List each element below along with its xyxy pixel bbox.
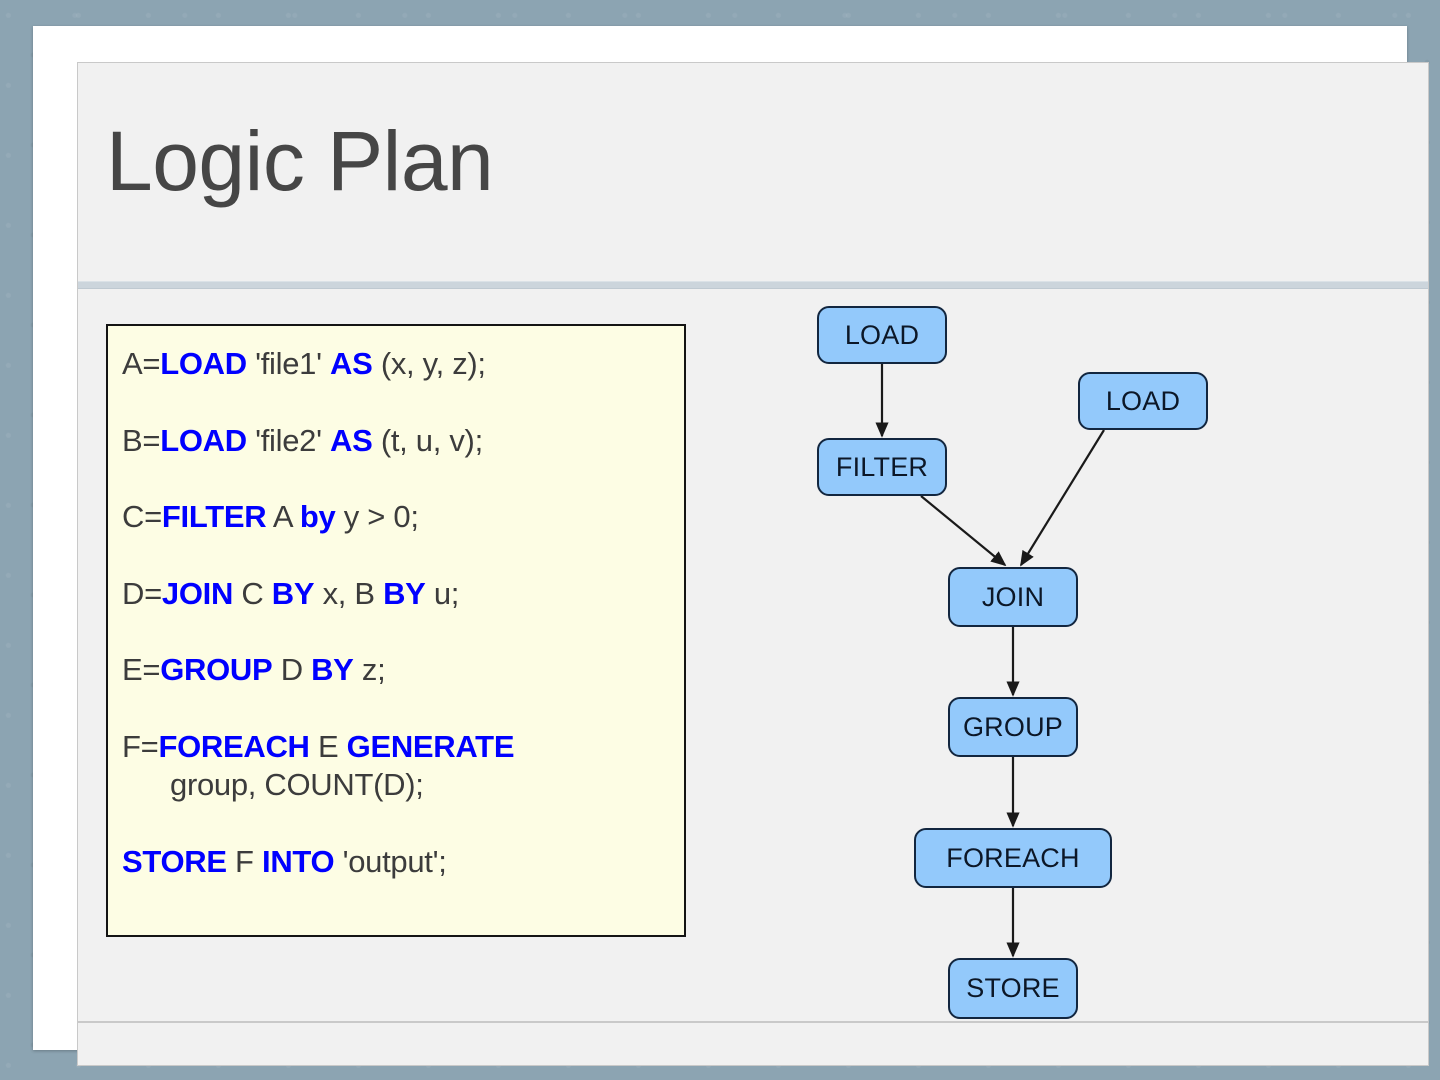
keyword-token: GENERATE — [346, 728, 515, 764]
code-token: A= — [122, 346, 161, 381]
slide-frame: Logic Plan A=LOAD 'file1' AS (x, y, z);B… — [33, 26, 1429, 1066]
code-token: C= — [122, 499, 162, 535]
footer-divider — [78, 1021, 1428, 1023]
keyword-token: LOAD — [160, 346, 247, 381]
pig-script-panel: A=LOAD 'file1' AS (x, y, z);B=LOAD 'file… — [106, 324, 686, 937]
page-title: Logic Plan — [106, 114, 494, 208]
code-token: E — [309, 728, 347, 764]
keyword-token: BY — [271, 575, 315, 611]
graph-node-group[interactable]: GROUP — [948, 697, 1078, 757]
code-token: B= — [122, 422, 161, 458]
code-token: 'file2' — [246, 422, 331, 458]
graph-node-label: GROUP — [962, 711, 1063, 742]
keyword-token: BY — [311, 652, 354, 688]
slide-header: Logic Plan — [78, 63, 1428, 281]
code-token: z; — [353, 652, 386, 688]
line-b: B=LOAD 'file2' AS (t, u, v); — [122, 422, 668, 458]
graph-node-filter[interactable]: FILTER — [817, 438, 947, 496]
keyword-token: INTO — [262, 843, 335, 879]
graph-node-label: LOAD — [844, 319, 920, 350]
keyword-token: FOREACH — [158, 728, 310, 764]
code-token: y > 0; — [335, 499, 419, 535]
code-token: D= — [122, 575, 162, 611]
graph-node-join[interactable]: JOIN — [948, 567, 1078, 627]
edge-layer — [875, 364, 1105, 958]
keyword-token: AS — [330, 346, 373, 381]
edge-load-b-to-join — [1020, 429, 1105, 567]
code-token: F — [226, 843, 262, 879]
code-continuation: group, COUNT(D); — [170, 767, 424, 803]
graph-node-label: STORE — [966, 973, 1060, 1003]
header-divider — [78, 281, 1428, 289]
code-token: A — [266, 499, 300, 535]
code-token: (t, u, v); — [372, 422, 483, 458]
graph-node-foreach[interactable]: FOREACH — [914, 828, 1112, 888]
graph-node-store[interactable]: STORE — [948, 958, 1078, 1019]
keyword-token: FILTER — [161, 499, 267, 535]
line-c: C=FILTER A by y > 0; — [122, 499, 668, 535]
slide-canvas: Logic Plan A=LOAD 'file1' AS (x, y, z);B… — [77, 62, 1429, 1066]
graph-node-label: JOIN — [981, 581, 1045, 612]
code-token: (x, y, z); — [372, 346, 486, 381]
code-token: u; — [425, 575, 460, 611]
keyword-token: LOAD — [160, 422, 247, 458]
line-a: A=LOAD 'file1' AS (x, y, z); — [122, 346, 668, 381]
code-token: C — [233, 575, 272, 611]
graph-node-label: LOAD — [1105, 385, 1181, 416]
code-token: 'file1' — [246, 346, 331, 381]
code-token: F= — [122, 728, 159, 764]
line-e: E=GROUP D BY z; — [122, 652, 668, 688]
code-token: D — [272, 652, 312, 688]
keyword-token: STORE — [122, 843, 227, 879]
graph-node-label: FOREACH — [946, 842, 1080, 873]
code-token: x, B — [314, 575, 384, 611]
keyword-token: BY — [383, 575, 426, 611]
code-token: E= — [122, 652, 161, 688]
graph-node-load-b[interactable]: LOAD — [1078, 372, 1208, 430]
edge-filter-to-join — [920, 495, 1007, 567]
graph-node-load-a[interactable]: LOAD — [817, 306, 947, 364]
keyword-token: GROUP — [160, 652, 273, 688]
line-d: D=JOIN C BY x, B BY u; — [122, 575, 668, 611]
keyword-token: AS — [330, 422, 373, 458]
graph-node-label: FILTER — [835, 451, 929, 482]
keyword-token: by — [299, 499, 336, 535]
logical-plan-diagram: LOAD LOAD FILTER JOIN GROUP FOREACH STORE — [78, 63, 1428, 1065]
code-token: 'output'; — [334, 843, 447, 879]
line-store: STORE F INTO 'output'; — [122, 843, 668, 879]
keyword-token: JOIN — [161, 575, 234, 611]
